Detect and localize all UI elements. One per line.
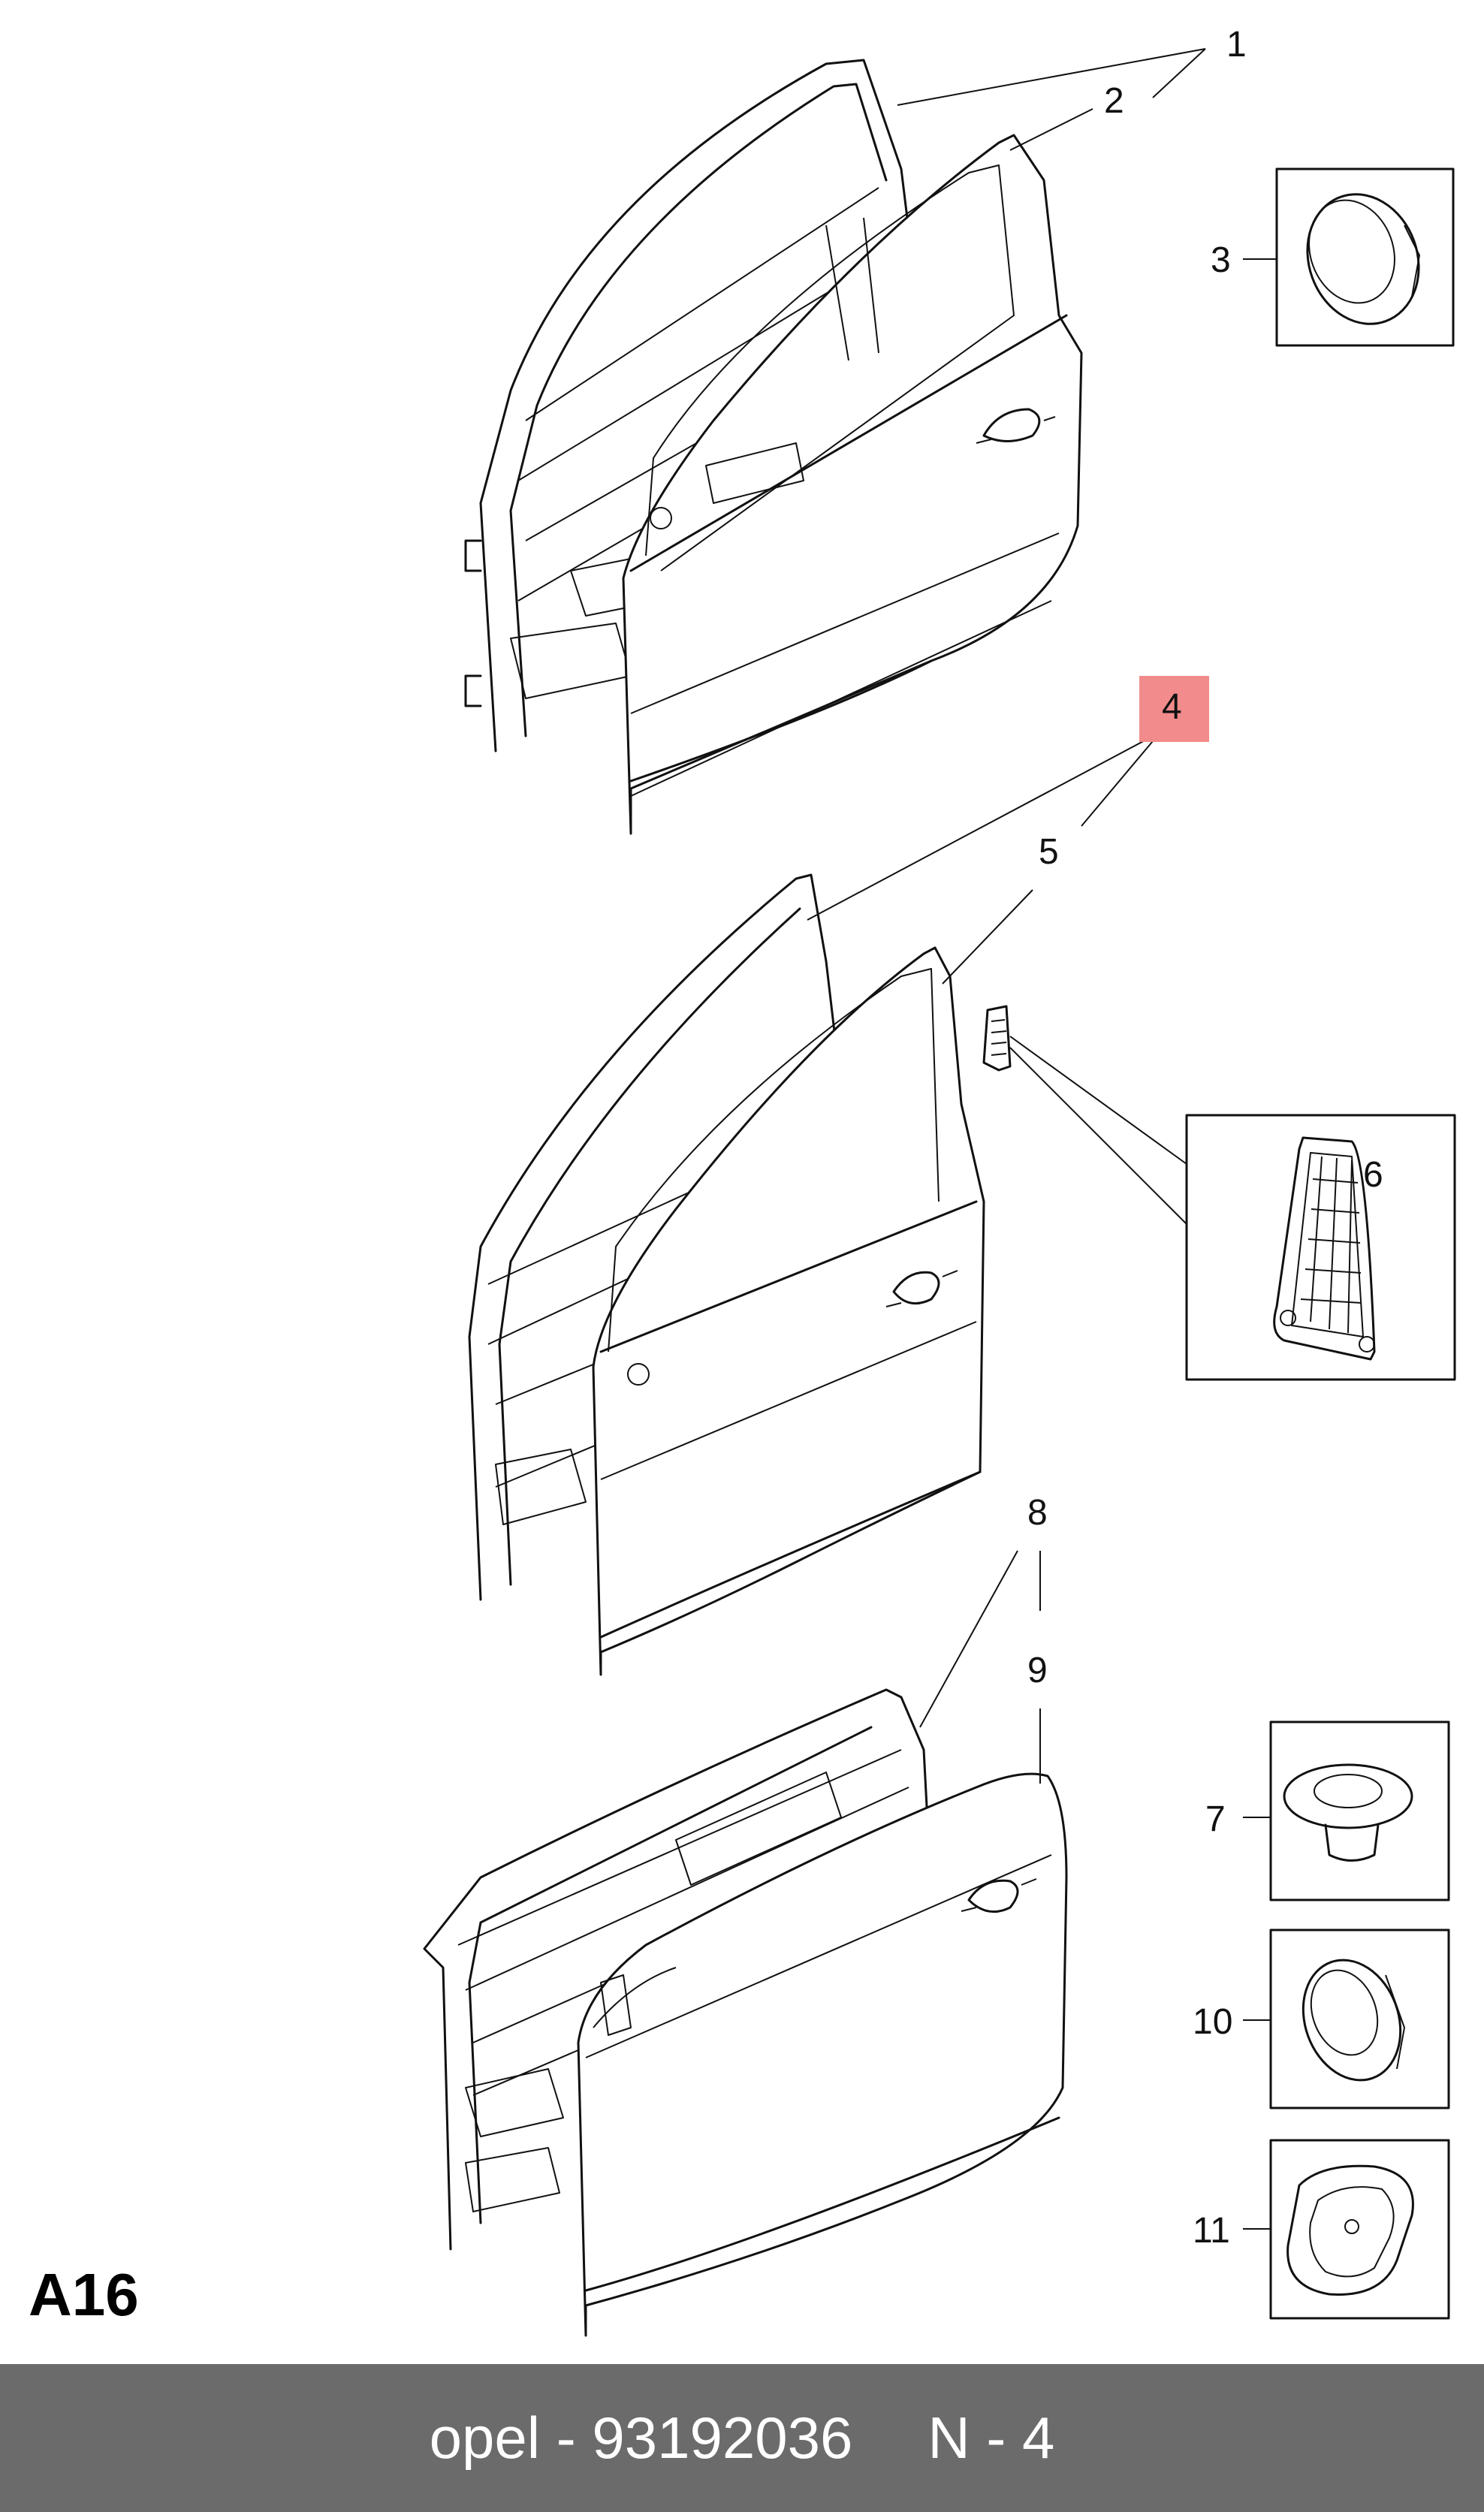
parts-diagram: 1 2 3 4 5 xyxy=(423,25,1456,2337)
door-assembly-middle xyxy=(468,873,985,1676)
diagram-code: A16 xyxy=(29,2261,139,2328)
callout-4-highlight xyxy=(1139,676,1209,742)
callout-1-label: 1 xyxy=(1226,25,1247,65)
callout-10-label: 10 xyxy=(1193,2002,1232,2042)
callout-4-label: 4 xyxy=(1162,687,1182,727)
callout-5-label: 5 xyxy=(1039,832,1059,872)
footer-part-number: opel - 93192036 xyxy=(429,2405,853,2471)
part-11-inset xyxy=(1269,2139,1450,2320)
callout-9-label: 9 xyxy=(1027,1651,1048,1690)
footer-bar: opel - 93192036 N - 4 xyxy=(0,2364,1484,2512)
part-6-inset xyxy=(1185,1114,1456,1381)
part-3-inset xyxy=(1275,167,1455,347)
callout-3-label: 3 xyxy=(1211,240,1231,280)
callout-11-label: 11 xyxy=(1193,2211,1230,2251)
callout-2-label: 2 xyxy=(1104,81,1124,121)
door-assembly-bottom xyxy=(423,1688,1068,2337)
footer-position: N - 4 xyxy=(928,2405,1055,2471)
part-10-inset xyxy=(1269,1928,1450,2109)
callout-8-label: 8 xyxy=(1027,1493,1048,1533)
door-assembly-top xyxy=(464,59,1083,835)
callout-6-label: 6 xyxy=(1363,1155,1383,1195)
part-7-inset xyxy=(1269,1720,1450,1901)
callout-7-label: 7 xyxy=(1205,1799,1226,1839)
